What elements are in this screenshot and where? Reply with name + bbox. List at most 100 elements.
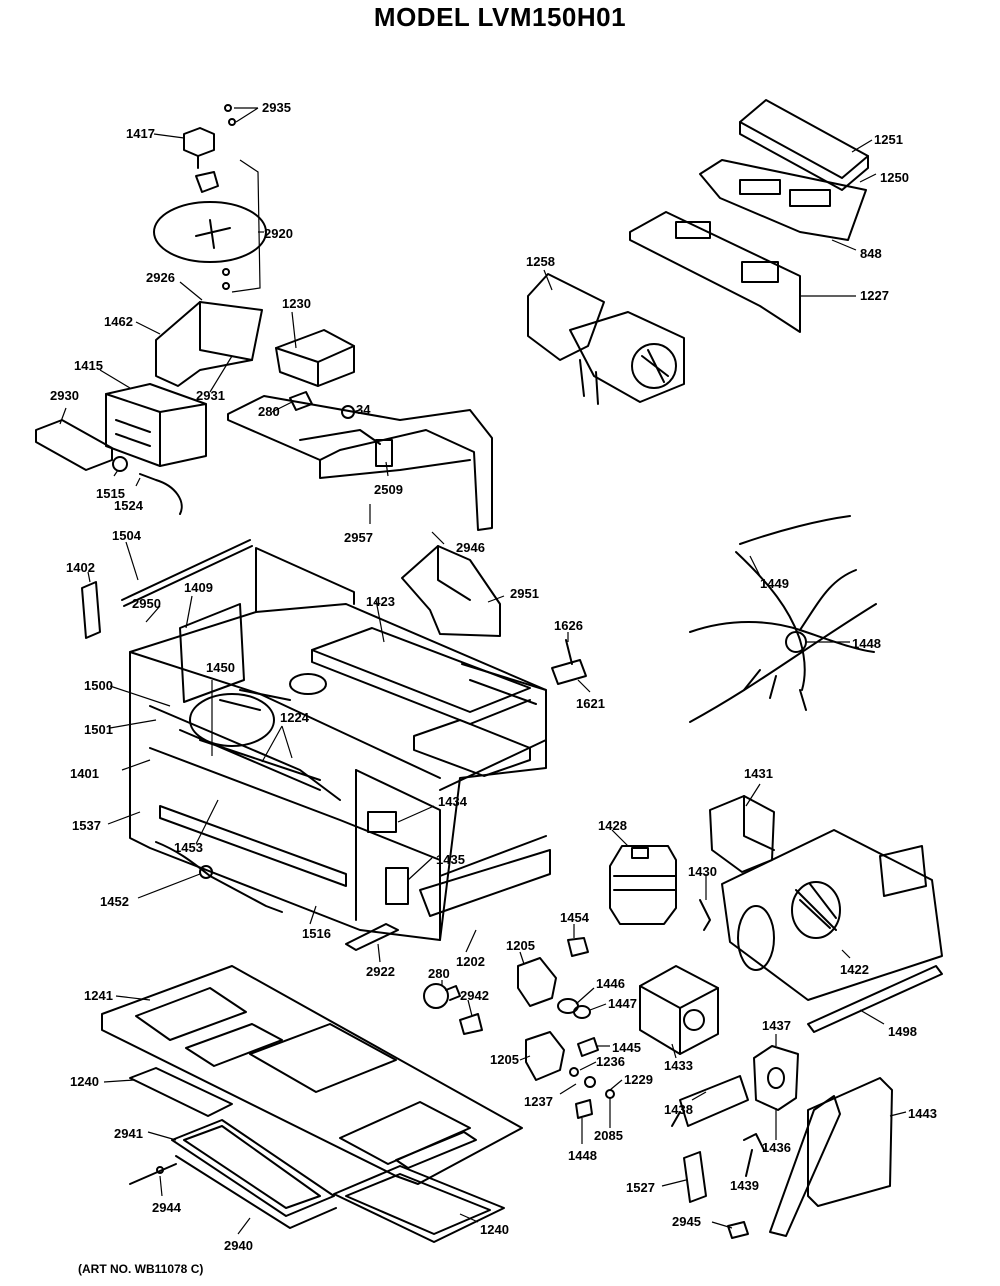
part-label: 1422 xyxy=(840,962,869,977)
part-label: 1448 xyxy=(568,1148,597,1163)
light-lens-2941 xyxy=(129,1119,337,1229)
part-label: 1423 xyxy=(366,594,395,609)
part-label: 1453 xyxy=(174,840,203,855)
switch-1205b xyxy=(525,1031,565,1081)
art-number: (ART NO. WB11078 C) xyxy=(78,1262,204,1276)
part-label: 1447 xyxy=(608,996,637,1011)
part-label: 1430 xyxy=(688,864,717,879)
part-label: 2946 xyxy=(456,540,485,555)
part-label: 1439 xyxy=(730,1178,759,1193)
filter-1240a xyxy=(129,1067,233,1117)
part-label: 2920 xyxy=(264,226,293,241)
exhaust-fan-1258 xyxy=(527,273,685,405)
part-label: 1241 xyxy=(84,988,113,1003)
screw-2944 xyxy=(156,1166,164,1174)
part-label: 1498 xyxy=(888,1024,917,1039)
part-label: 1449 xyxy=(760,576,789,591)
control-box-1415 xyxy=(105,383,207,467)
part-label: 1251 xyxy=(874,132,903,147)
bracket-1437-1436 xyxy=(753,1045,799,1111)
part-label: 1227 xyxy=(860,288,889,303)
part-label: 2944 xyxy=(152,1200,182,1215)
part-label: 2930 xyxy=(50,388,79,403)
part-label: 34 xyxy=(356,402,371,417)
lamp-280 xyxy=(423,983,461,1009)
part-label: 1401 xyxy=(70,766,99,781)
part-label: 1224 xyxy=(280,710,310,725)
rod-1504 xyxy=(121,539,253,607)
part-label: 1500 xyxy=(84,678,113,693)
part-label: 2945 xyxy=(672,1214,701,1229)
blower-assembly-1422 xyxy=(721,829,943,1001)
part-label: 1437 xyxy=(762,1018,791,1033)
part-label: 1448 xyxy=(852,636,881,651)
part-label: 1229 xyxy=(624,1072,653,1087)
part-label: 1433 xyxy=(664,1058,693,1073)
filter-1240b xyxy=(333,1165,505,1243)
bracket-1527 xyxy=(683,1151,707,1203)
part-label: 2957 xyxy=(344,530,373,545)
part-label: 1428 xyxy=(598,818,627,833)
part-label: 1621 xyxy=(576,696,605,711)
part-label: 1462 xyxy=(104,314,133,329)
part-label: 1240 xyxy=(70,1074,99,1089)
part-label: 1435 xyxy=(436,852,465,867)
fuse-1626 xyxy=(551,639,587,685)
capacitor-1438 xyxy=(671,1075,749,1127)
part-label: 1443 xyxy=(908,1106,937,1121)
part-label: 2941 xyxy=(114,1126,143,1141)
chassis-upper xyxy=(227,391,493,531)
part-label: 2951 xyxy=(510,586,539,601)
plate-848-1227 xyxy=(629,211,801,333)
part-label: 1626 xyxy=(554,618,583,633)
part-label: 1524 xyxy=(114,498,144,513)
part-label: 1537 xyxy=(72,818,101,833)
part-label: 1205 xyxy=(490,1052,519,1067)
part-label: 2940 xyxy=(224,1238,253,1253)
part-label: 1402 xyxy=(66,560,95,575)
support-2922 xyxy=(345,923,399,951)
part-label: 1454 xyxy=(560,910,590,925)
part-label: 2931 xyxy=(196,388,225,403)
part-label: 848 xyxy=(860,246,882,261)
part-label: 1516 xyxy=(302,926,331,941)
part-label: 1438 xyxy=(664,1102,693,1117)
turntable-plate xyxy=(153,201,267,290)
part-label: 1446 xyxy=(596,976,625,991)
part-label: 1230 xyxy=(282,296,311,311)
bracket-2946 xyxy=(401,545,501,637)
part-label: 2950 xyxy=(132,596,161,611)
vent-duct-1462 xyxy=(155,301,263,387)
part-label: 1237 xyxy=(524,1094,553,1109)
wiring-harness-1449 xyxy=(689,515,877,723)
damper-1230 xyxy=(275,329,355,387)
part-label: 1431 xyxy=(744,766,773,781)
part-label: 1504 xyxy=(112,528,142,543)
part-label: 2935 xyxy=(262,100,291,115)
part-label: 1202 xyxy=(456,954,485,969)
rod-1498 xyxy=(807,965,943,1033)
part-label: 280 xyxy=(428,966,450,981)
part-label: 280 xyxy=(258,404,280,419)
part-label: 1417 xyxy=(126,126,155,141)
turntable-motor-assembly xyxy=(183,104,236,193)
part-label: 1236 xyxy=(596,1054,625,1069)
bottom-plate-1241 xyxy=(101,965,523,1185)
lamp-socket-1515 xyxy=(112,456,183,515)
small-parts xyxy=(459,899,711,1119)
magnetron-1428 xyxy=(609,845,677,925)
part-label: 2922 xyxy=(366,964,395,979)
grille-1250 xyxy=(699,159,867,241)
part-label: 1205 xyxy=(506,938,535,953)
part-label: 1501 xyxy=(84,722,113,737)
part-label: 1445 xyxy=(612,1040,641,1055)
part-labels: 2935 1417 2920 2926 1462 1230 1415 2931 … xyxy=(50,100,937,1253)
part-label: 1415 xyxy=(74,358,103,373)
part-label: 1515 xyxy=(96,486,125,501)
part-label: 1450 xyxy=(206,660,235,675)
leader-lines xyxy=(59,107,907,1235)
part-label: 1527 xyxy=(626,1180,655,1195)
oven-cavity-1401 xyxy=(129,547,551,941)
part-label: 2926 xyxy=(146,270,175,285)
